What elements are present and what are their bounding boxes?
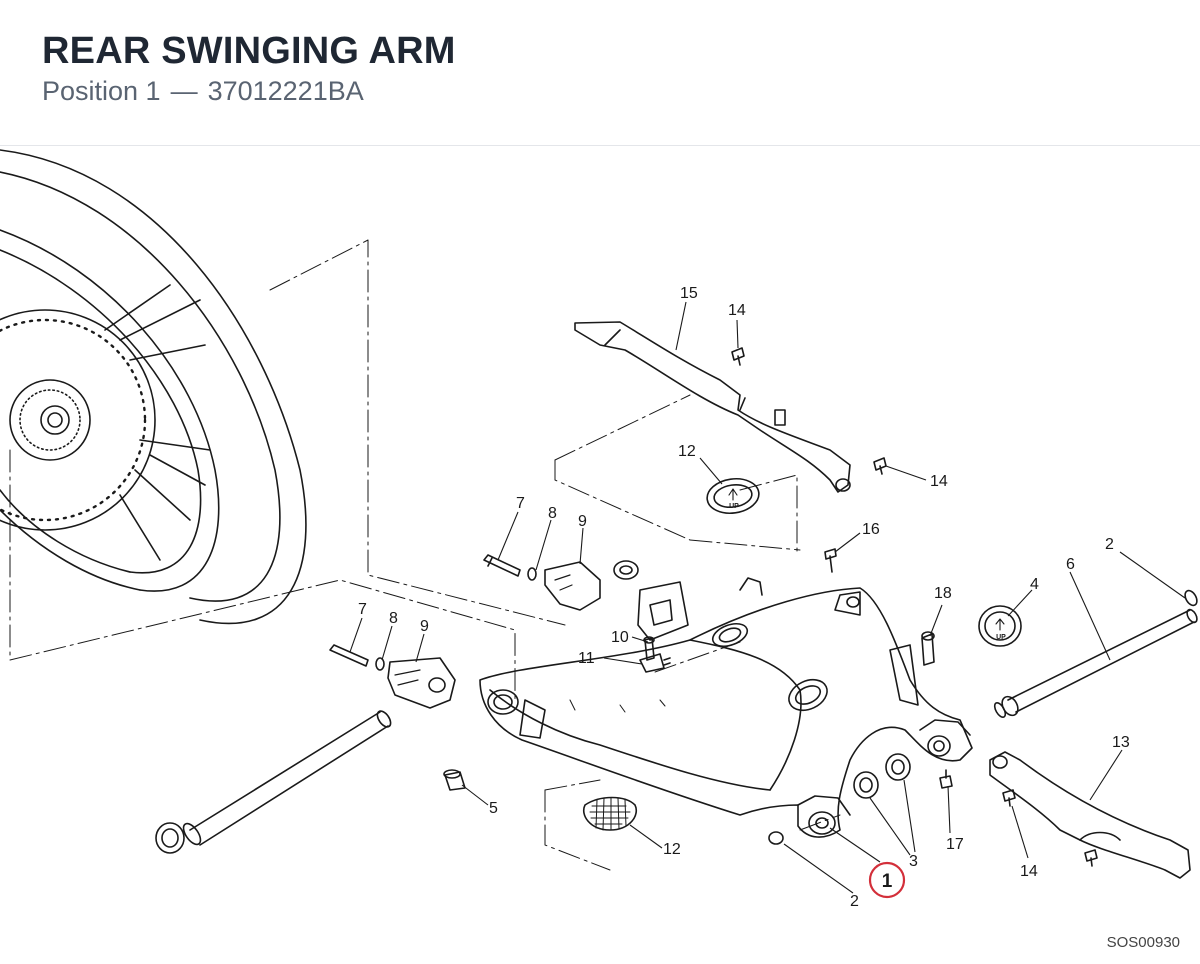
callout-12: 12 [663, 841, 681, 858]
o-ring-2-upper [1184, 589, 1198, 607]
swingarm [479, 577, 973, 838]
callout-labels: 15 14 14 12 7 8 9 16 2 6 4 18 7 8 9 10 1… [358, 285, 1130, 910]
page-title: REAR SWINGING ARM [42, 30, 456, 72]
leader-lines [349, 301, 1186, 894]
subtitle-separator: — [170, 76, 198, 106]
diagram-svg: 15 14 14 12 7 8 9 16 2 6 4 18 7 8 9 10 1… [0, 149, 1198, 910]
plug-labels: UP UP [729, 503, 1006, 641]
callout-15: 15 [680, 285, 698, 302]
callout-10: 10 [611, 629, 629, 646]
spacer-5 [443, 769, 466, 791]
callout-8: 8 [548, 505, 557, 522]
bolt-14-bottom [1002, 789, 1098, 867]
callout-5: 5 [489, 800, 498, 817]
o-ring-2-lower [768, 831, 784, 845]
drawing-code: SOS00930 [1106, 934, 1180, 951]
highlight-ring [868, 861, 906, 899]
wheel-spacer-tube [155, 710, 392, 854]
callout-9: 9 [578, 513, 587, 530]
callout-7: 7 [516, 495, 525, 512]
callout-1: 1 [882, 871, 893, 892]
plug-12-lower [583, 796, 637, 831]
callout-13: 13 [1112, 734, 1130, 751]
callout-16: 16 [862, 521, 880, 538]
chain-slider-13 [989, 751, 1191, 879]
page-subtitle: Position 1 — 37012221BA [42, 76, 364, 107]
bolt-18 [921, 631, 935, 666]
callout-18: 18 [934, 585, 952, 602]
plug-up-label: UP [996, 634, 1006, 641]
bolt-17 [939, 769, 953, 789]
callout-3: 3 [909, 853, 918, 870]
pivot-shaft-6 [993, 608, 1198, 719]
callout-8: 8 [389, 610, 398, 627]
screw-11 [639, 653, 671, 673]
part-number: 37012221BA [207, 76, 364, 106]
construction-lines [9, 239, 841, 871]
page-header: REAR SWINGING ARM Position 1 — 37012221BA [0, 0, 1200, 146]
callout-14: 14 [930, 473, 948, 490]
callout-17: 17 [946, 836, 964, 853]
rear-wheel [0, 149, 307, 661]
exploded-diagram: 15 14 14 12 7 8 9 16 2 6 4 18 7 8 9 10 1… [0, 146, 1200, 959]
bolt-14-mid [873, 457, 887, 475]
position-label: Position 1 [42, 76, 161, 106]
plug-4 [978, 605, 1022, 647]
bolt-10 [643, 636, 655, 661]
chain-guard-15 [574, 321, 851, 493]
bolt-16 [824, 548, 837, 573]
adjuster-lower-7-8-9 [329, 644, 456, 709]
adjuster-upper-7-8-9 [483, 554, 689, 641]
callout-7: 7 [358, 601, 367, 618]
callout-2: 2 [1105, 536, 1114, 553]
bolt-14-top [731, 347, 745, 366]
callout-6: 6 [1066, 556, 1075, 573]
highlighted-callout: 1 [868, 861, 906, 899]
plug-up-label: UP [729, 503, 739, 510]
callout-14: 14 [1020, 863, 1038, 880]
callout-11: 11 [578, 650, 595, 667]
plug-12-upper [706, 477, 760, 515]
callout-9: 9 [420, 618, 429, 635]
callout-14: 14 [728, 302, 746, 319]
callout-4: 4 [1030, 576, 1039, 593]
callout-2: 2 [850, 893, 859, 910]
callout-12: 12 [678, 443, 696, 460]
washers-3 [853, 753, 911, 799]
